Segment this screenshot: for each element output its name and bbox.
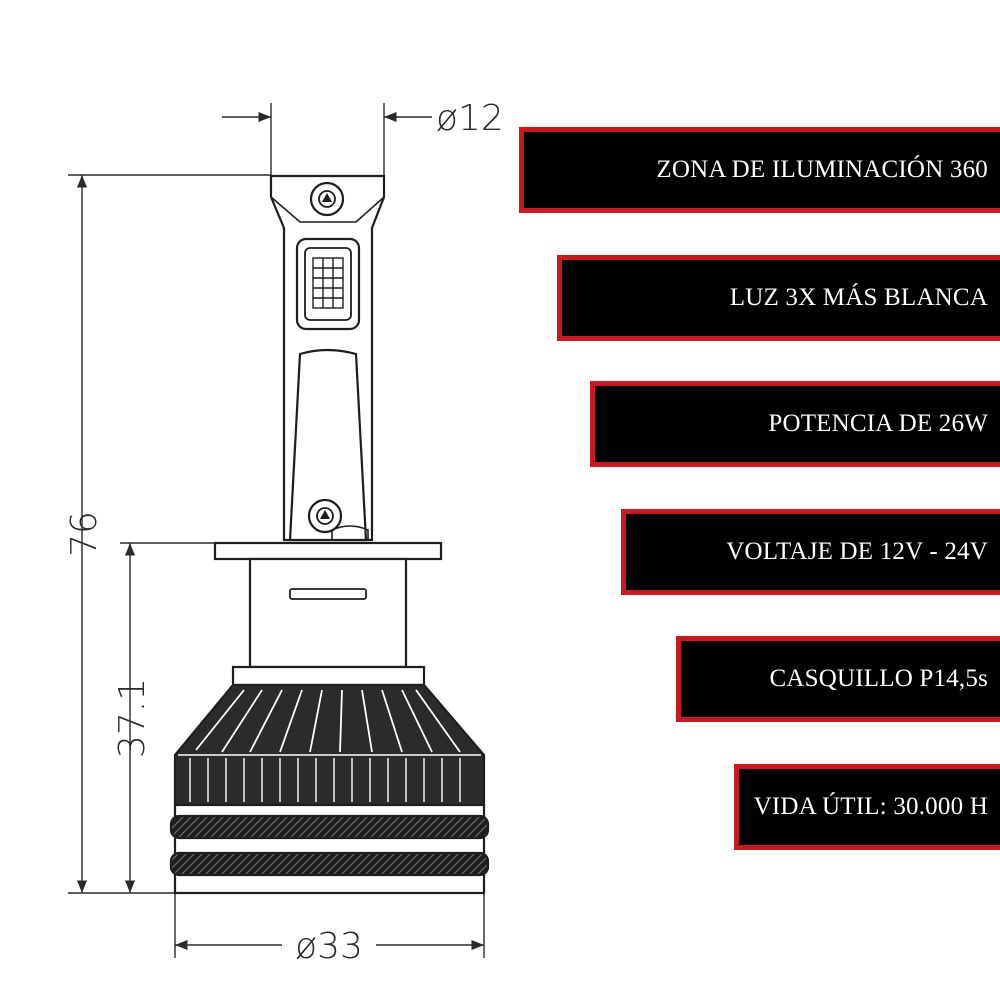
bulb-flange xyxy=(213,541,443,561)
feature-label: POTENCIA DE 26W xyxy=(768,410,988,437)
feature-banner-lifespan: VIDA ÚTIL: 30.000 H xyxy=(734,764,1000,850)
heat-strip xyxy=(288,348,368,542)
total-height-label: 76 xyxy=(64,511,105,557)
bottom-diameter-dimension xyxy=(174,893,485,958)
knurled-band-lower xyxy=(169,851,490,877)
knurled-band-upper xyxy=(169,814,490,840)
top-diameter-dimension xyxy=(222,103,432,175)
feature-banner-lighting-zone: ZONA DE ILUMINACIÓN 360 xyxy=(519,127,1000,213)
fan-fins xyxy=(195,689,461,753)
feature-label: CASQUILLO P14,5s xyxy=(769,665,988,692)
fan-slats xyxy=(178,754,481,802)
led-chip-grid xyxy=(312,257,344,309)
base-ring xyxy=(231,665,426,687)
feature-banner-whiter-light: LUZ 3X MÁS BLANCA xyxy=(557,255,1000,341)
base-height-label: 37.1 xyxy=(112,678,153,758)
feature-label: ZONA DE ILUMINACIÓN 360 xyxy=(656,156,988,183)
bulb-technical-drawing: ø12 ø33 76 37.1 xyxy=(64,98,504,967)
bulb-neck xyxy=(248,557,408,669)
fan-housing xyxy=(173,683,486,807)
feature-label: LUZ 3X MÁS BLANCA xyxy=(729,284,988,311)
feature-label: VIDA ÚTIL: 30.000 H xyxy=(753,793,988,820)
top-diameter-label: ø12 xyxy=(436,98,504,139)
total-height-dimension xyxy=(68,174,271,894)
base-height-dimension xyxy=(120,542,215,893)
feature-banner-socket: CASQUILLO P14,5s xyxy=(676,636,1000,722)
led-bulb xyxy=(169,174,490,895)
feature-label: VOLTAJE DE 12V - 24V xyxy=(726,538,988,565)
feature-banner-voltage: VOLTAJE DE 12V - 24V xyxy=(621,509,1000,595)
bottom-diameter-label: ø33 xyxy=(295,926,363,967)
led-chip xyxy=(295,237,361,331)
feature-banner-power: POTENCIA DE 26W xyxy=(590,381,1000,467)
